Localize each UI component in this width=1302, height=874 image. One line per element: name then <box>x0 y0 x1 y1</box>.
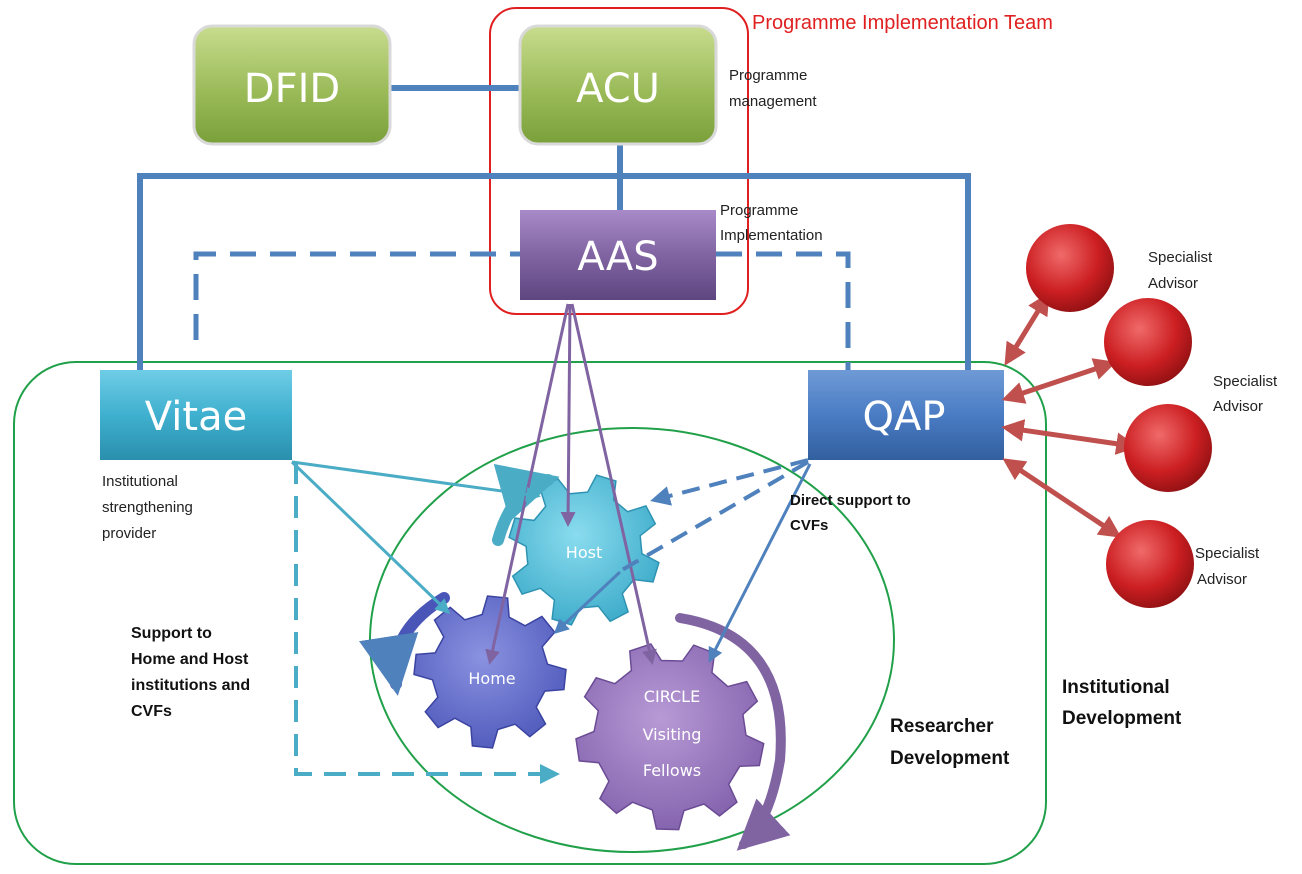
institutional-dev-line-2: Development <box>1062 708 1182 729</box>
dashed-connectors <box>193 251 851 370</box>
aas-box: AAS <box>520 210 716 300</box>
advisor-node-4 <box>1106 520 1194 608</box>
prog-impl-line-1: Programme <box>720 202 798 219</box>
support-line-2: Home and Host <box>131 651 249 668</box>
advisor-node-3 <box>1124 404 1212 492</box>
acu-label: ACU <box>576 66 660 112</box>
qap-arrows <box>553 458 812 663</box>
advisor-2-line-1: Specialist <box>1213 373 1278 390</box>
advisor-1-line-1: Specialist <box>1148 249 1213 266</box>
circle-gear-label-1: CIRCLE <box>644 687 700 706</box>
vitae-arrows <box>290 460 560 784</box>
inst-str-line-1: Institutional <box>102 473 178 490</box>
support-line-1: Support to <box>131 625 212 642</box>
institutional-development-outline <box>13 361 1047 865</box>
direct-support-line-2: CVFs <box>790 517 828 534</box>
inst-str-line-2: strengthening <box>102 499 193 516</box>
researcher-dev-line-1: Researcher <box>890 716 994 737</box>
advisor-node-1 <box>1026 224 1114 312</box>
prog-impl-line-2: Implementation <box>720 227 823 244</box>
aas-arrows <box>485 303 657 665</box>
advisor-1-line-2: Advisor <box>1148 275 1198 292</box>
aas-label: AAS <box>577 234 658 280</box>
qap-label: QAP <box>863 394 946 440</box>
solid-connectors <box>137 85 971 370</box>
vitae-box: Vitae <box>100 370 292 460</box>
acu-box: ACU <box>518 24 718 146</box>
direct-support-line-1: Direct support to <box>790 492 911 509</box>
prog-mgmt-line-1: Programme <box>729 67 807 84</box>
support-line-4: CVFs <box>131 703 172 720</box>
host-gear-label: Host <box>566 543 602 562</box>
circle-fellows-gear: CIRCLE Visiting Fellows <box>575 643 765 831</box>
dfid-label: DFID <box>244 66 340 112</box>
advisor-2-line-2: Advisor <box>1213 398 1263 415</box>
researcher-dev-line-2: Development <box>890 748 1010 769</box>
support-line-3: institutions and <box>131 677 250 694</box>
specialist-advisors <box>1001 224 1212 608</box>
prog-mgmt-line-2: management <box>729 93 817 110</box>
circle-gear-label-2: Visiting <box>643 725 702 744</box>
home-gear: Home <box>413 595 567 749</box>
programme-implementation-team-outline <box>489 7 749 315</box>
pit-title: Programme Implementation Team <box>752 12 1053 34</box>
advisor-node-2 <box>1104 298 1192 386</box>
home-gear-label: Home <box>468 669 515 688</box>
vitae-label: Vitae <box>145 394 247 440</box>
advisor-3-line-2: Advisor <box>1197 571 1247 588</box>
rotation-arcs <box>359 463 791 851</box>
qap-box: QAP <box>808 370 1004 460</box>
dfid-box: DFID <box>192 24 392 146</box>
institutional-dev-line-1: Institutional <box>1062 677 1170 698</box>
circle-gear-label-3: Fellows <box>643 761 701 780</box>
text-labels: Programme Implementation Team Programme … <box>102 12 1278 769</box>
host-gear: Host <box>508 474 660 626</box>
advisor-3-line-1: Specialist <box>1195 545 1260 562</box>
inst-str-line-3: provider <box>102 525 156 542</box>
